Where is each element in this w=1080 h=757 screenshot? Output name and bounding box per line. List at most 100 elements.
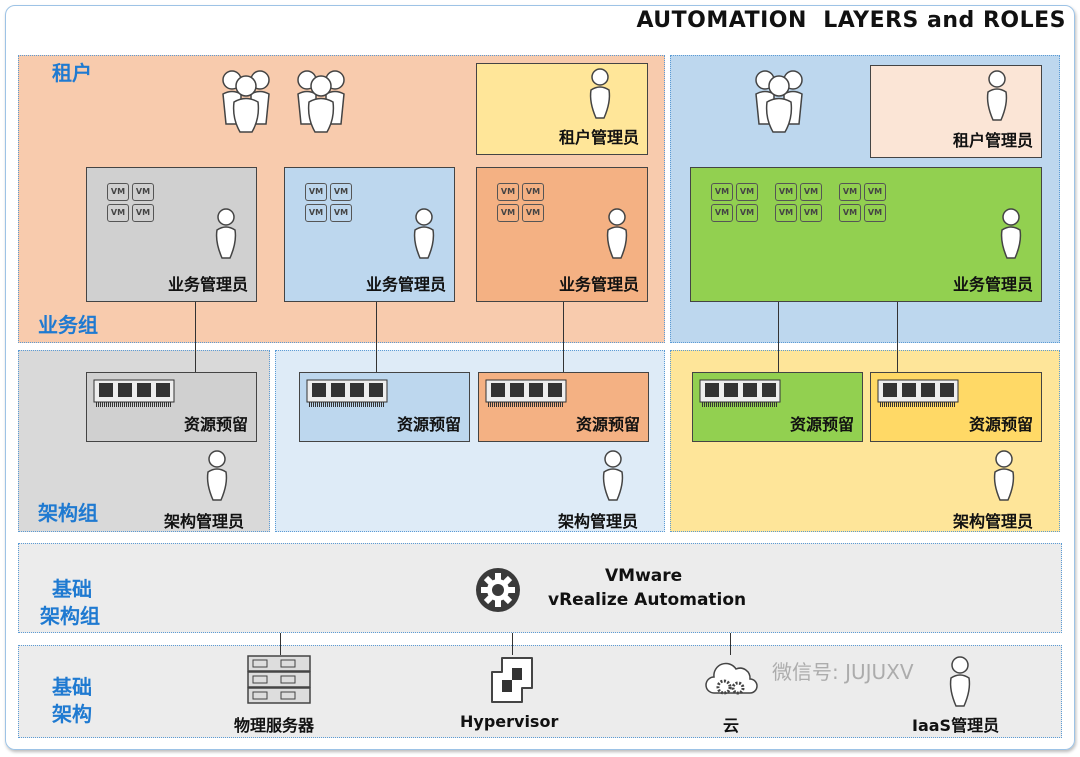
person-icon <box>215 208 237 259</box>
reservation-label: 资源预留 <box>789 415 854 434</box>
person-icon <box>993 450 1015 501</box>
memory-module-icon <box>877 379 959 407</box>
tenant-admin-box-right: 租户管理员 <box>870 65 1042 158</box>
vm-icon: VM <box>800 204 822 222</box>
iaas-admin-label: IaaS管理员 <box>912 716 1000 735</box>
cloud-label: 云 <box>723 716 740 735</box>
server-rack-icon <box>247 655 311 704</box>
diagram-title: AUTOMATION LAYERS and ROLES <box>636 8 1066 33</box>
memory-module-icon <box>485 379 567 407</box>
connector <box>730 633 731 655</box>
vm-icon: VM <box>497 204 519 222</box>
infra-group-band <box>18 543 1062 633</box>
person-icon <box>206 450 228 501</box>
watermark: 微信号: JUJUXV <box>772 660 914 684</box>
reservation-box-gray: 资源预留 <box>86 372 257 442</box>
person-icon <box>589 68 611 119</box>
vm-icon: VM <box>107 183 129 201</box>
vm-icon: VM <box>330 204 352 222</box>
user-group-icon <box>755 70 803 133</box>
person-icon <box>602 450 624 501</box>
connector <box>376 302 377 372</box>
physical-server-label: 物理服务器 <box>234 716 315 735</box>
person-icon <box>986 70 1008 121</box>
connector <box>897 302 898 372</box>
memory-module-icon <box>306 379 388 407</box>
reservation-label: 资源预留 <box>183 415 248 434</box>
vm-icon: VM <box>132 183 154 201</box>
vm-icon: VM <box>330 183 352 201</box>
vm-icon: VM <box>839 204 861 222</box>
business-admin-label: 业务管理员 <box>365 275 446 294</box>
memory-module-icon <box>93 379 175 407</box>
fabric-group-label: 架构组 <box>38 501 98 525</box>
business-admin-label: 业务管理员 <box>558 275 639 294</box>
person-icon <box>1000 208 1022 259</box>
connector <box>280 633 281 655</box>
user-group-icon <box>222 70 270 133</box>
user-group-icon <box>297 70 345 133</box>
infra-group-label-2: 架构组 <box>40 604 100 628</box>
vm-icon: VM <box>839 183 861 201</box>
infra-label-2: 架构 <box>52 702 92 726</box>
connector <box>195 302 196 372</box>
fabric-admin-label: 架构管理员 <box>558 512 639 531</box>
vra-line2: vRealize Automation <box>548 590 747 610</box>
hypervisor-icon <box>491 657 533 703</box>
vm-icon: VM <box>775 204 797 222</box>
vm-icon: VM <box>497 183 519 201</box>
vm-icon: VM <box>107 204 129 222</box>
vm-icon: VM <box>711 183 733 201</box>
gear-icon <box>476 568 520 612</box>
business-group-label: 业务组 <box>38 313 98 337</box>
reservation-box-blue: 资源预留 <box>299 372 470 442</box>
reservation-box-green: 资源预留 <box>692 372 863 442</box>
cloud-gears-icon <box>705 662 758 695</box>
reservation-label: 资源预留 <box>575 415 640 434</box>
memory-module-icon <box>699 379 781 407</box>
hypervisor-label: Hypervisor <box>460 712 559 731</box>
connector <box>563 302 564 372</box>
infra-group-label-1: 基础 <box>52 577 92 601</box>
vm-icon: VM <box>711 204 733 222</box>
fabric-admin-label: 架构管理员 <box>953 512 1034 531</box>
person-icon <box>413 208 435 259</box>
business-admin-label: 业务管理员 <box>952 275 1033 294</box>
vm-icon: VM <box>864 183 886 201</box>
vm-icon: VM <box>775 183 797 201</box>
tenant-admin-label: 租户管理员 <box>558 128 639 147</box>
vra-line1: VMware <box>605 566 683 586</box>
reservation-label: 资源预留 <box>968 415 1033 434</box>
connector <box>512 633 513 655</box>
vm-icon: VM <box>736 204 758 222</box>
person-icon <box>949 656 971 707</box>
tenant-admin-box-left: 租户管理员 <box>476 63 648 155</box>
vm-icon: VM <box>305 183 327 201</box>
reservation-box-yellow: 资源预留 <box>870 372 1042 442</box>
connector <box>778 302 779 372</box>
vm-icon: VM <box>132 204 154 222</box>
vm-icon: VM <box>522 204 544 222</box>
infra-band <box>18 645 1062 738</box>
tenant-label: 租户 <box>52 61 92 85</box>
reservation-label: 资源预留 <box>396 415 461 434</box>
vm-icon: VM <box>864 204 886 222</box>
vm-icon: VM <box>800 183 822 201</box>
person-icon <box>606 208 628 259</box>
vm-icon: VM <box>305 204 327 222</box>
diagram-frame <box>5 5 1075 750</box>
infra-label-1: 基础 <box>52 675 92 699</box>
vm-icon: VM <box>736 183 758 201</box>
reservation-box-orange: 资源预留 <box>478 372 649 442</box>
vm-icon: VM <box>522 183 544 201</box>
